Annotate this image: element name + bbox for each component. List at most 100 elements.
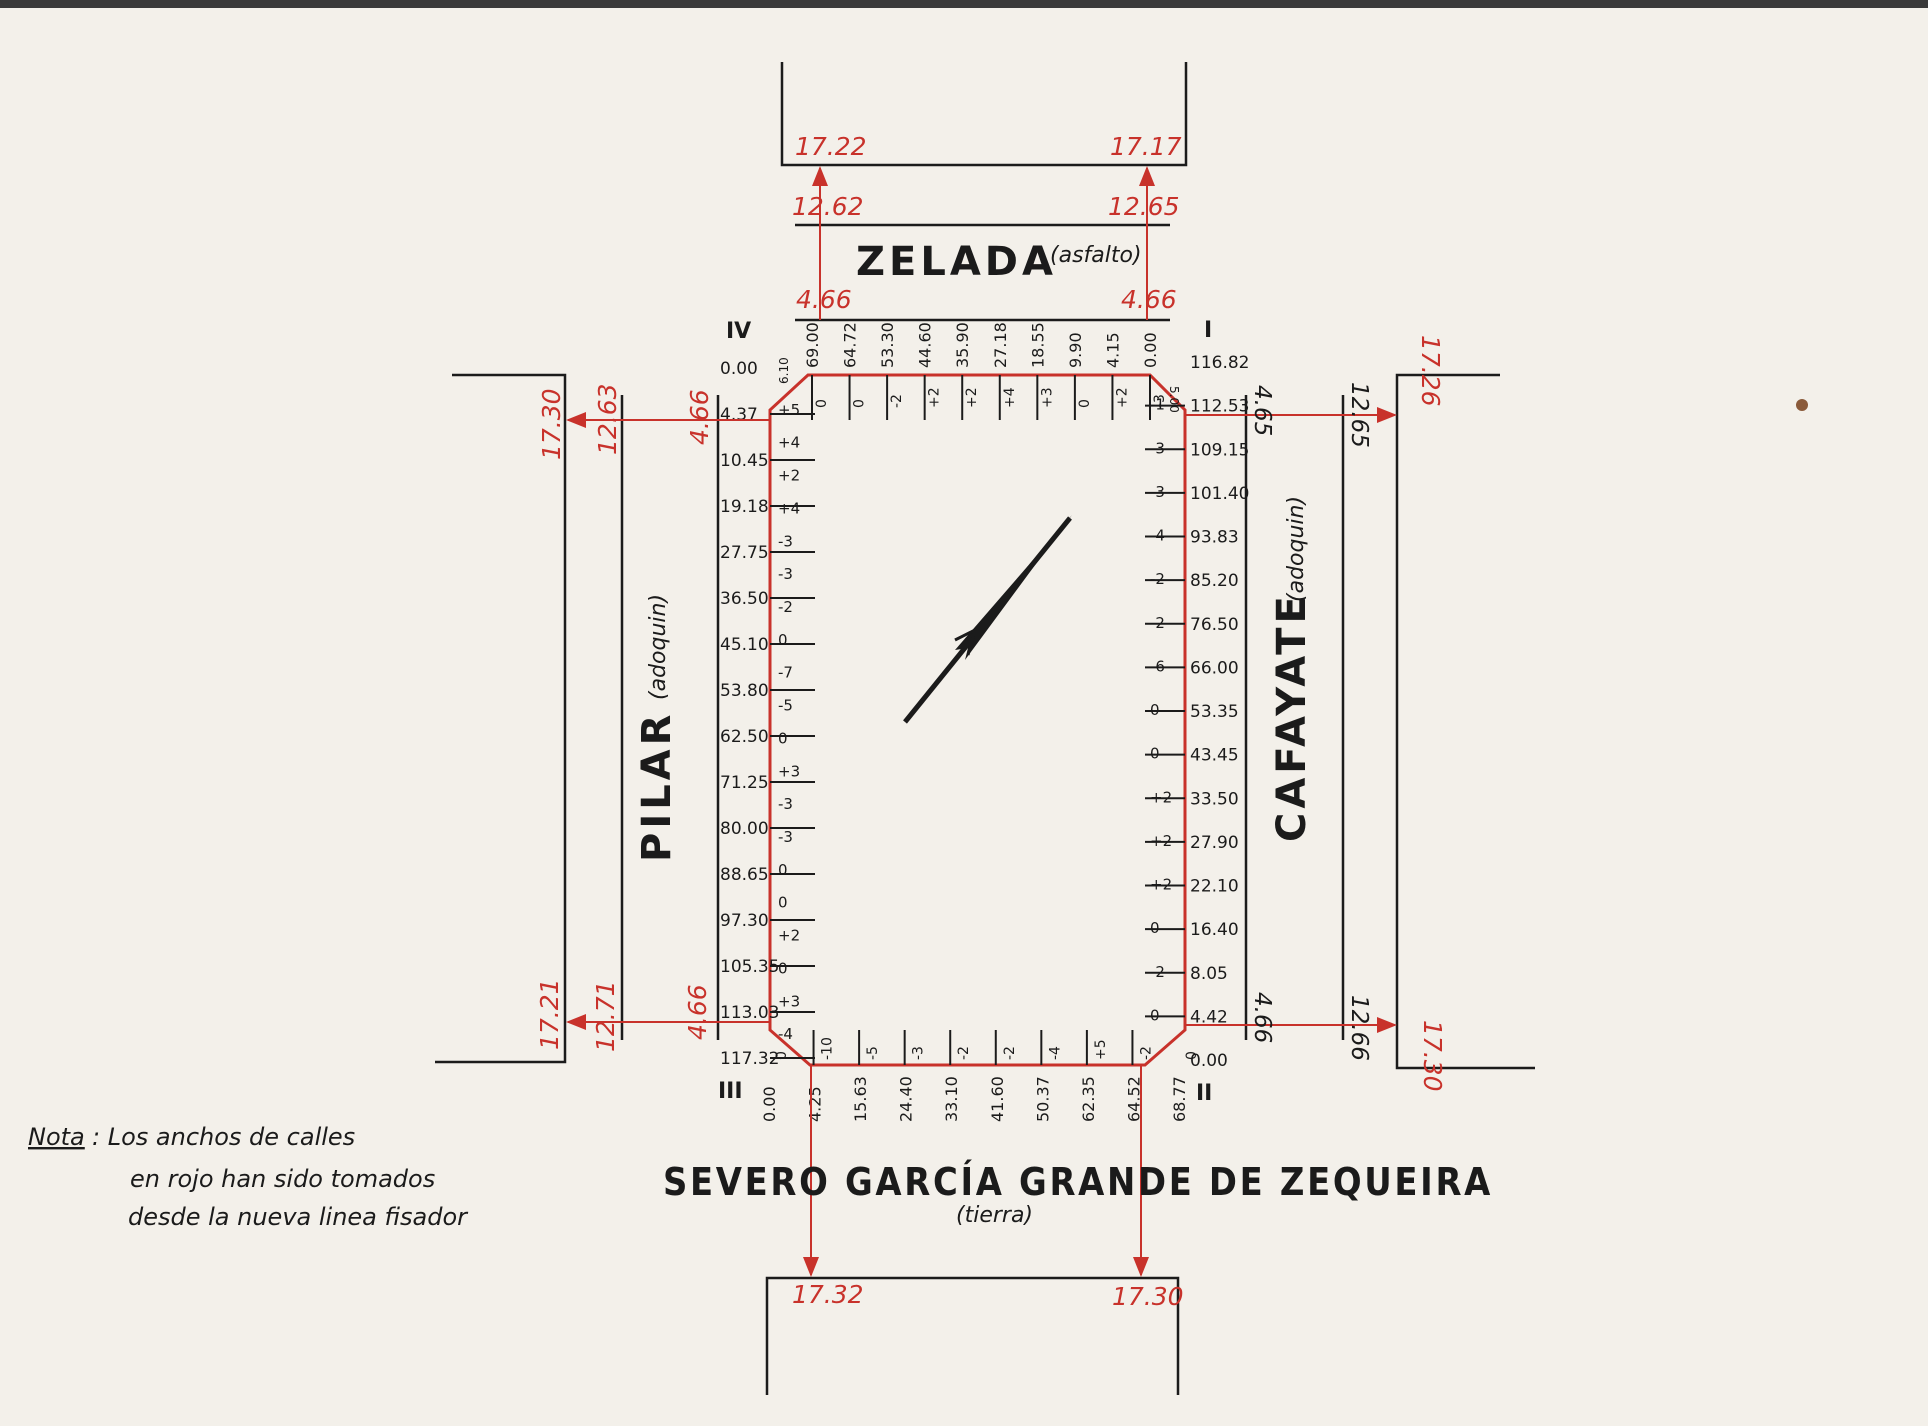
width-label: 12.63 xyxy=(593,383,622,455)
level-value: -2 xyxy=(778,598,793,616)
level-value: -1 xyxy=(1150,396,1165,414)
width-label: 12.65 xyxy=(1346,382,1372,448)
width-label: 17.32 xyxy=(792,1280,864,1309)
level-value: +5 xyxy=(1093,1039,1109,1060)
station-value: 80.00 xyxy=(720,819,769,839)
station-value: 0.00 xyxy=(720,359,758,379)
level-value: +2 xyxy=(927,387,943,408)
level-value: +3 xyxy=(1039,387,1055,408)
level-value: 0 xyxy=(778,631,788,649)
street-lines xyxy=(435,62,1535,1395)
width-arrows xyxy=(566,166,1397,1277)
level-value: -2 xyxy=(1150,963,1165,981)
level-value: -4 xyxy=(1047,1046,1063,1060)
station-value: 27.75 xyxy=(720,543,769,563)
width-label: 4.66 xyxy=(1121,285,1177,314)
level-value: +4 xyxy=(1002,387,1018,408)
level-value: 0 xyxy=(1150,745,1160,763)
station-value: 66.00 xyxy=(1190,658,1239,678)
station-value: 0.00 xyxy=(1141,332,1160,368)
level-value: -5 xyxy=(778,697,793,715)
station-value: 64.72 xyxy=(841,322,860,368)
corner-label: I xyxy=(1204,318,1212,343)
level-value: 0 xyxy=(778,959,788,977)
station-value: 4.15 xyxy=(1103,332,1122,368)
width-label: 17.26 xyxy=(1416,335,1445,407)
station-value: 45.10 xyxy=(720,635,769,655)
level-value: -3 xyxy=(778,828,793,846)
width-label: 17.30 xyxy=(1418,1020,1447,1092)
station-value: 53.30 xyxy=(878,322,897,368)
corner-label: II xyxy=(1196,1081,1212,1106)
station-value: 88.65 xyxy=(720,865,769,885)
corner-label: III xyxy=(718,1079,743,1104)
level-value: 0 xyxy=(852,399,868,408)
level-value: 0 xyxy=(1150,919,1160,937)
station-value: 69.00 xyxy=(803,322,822,368)
note-line: en rojo han sido tomados xyxy=(130,1165,435,1193)
station-value: 0.00 xyxy=(1190,1051,1228,1071)
width-label: 4.66 xyxy=(1249,992,1275,1043)
level-value: +3 xyxy=(778,992,800,1010)
street-name-left: PILAR xyxy=(634,711,680,862)
level-value: -2 xyxy=(956,1046,972,1060)
station-value: 33.10 xyxy=(942,1076,961,1122)
level-value: 0 xyxy=(1150,701,1160,719)
station-value: 4.25 xyxy=(806,1086,825,1122)
station-value: 101.40 xyxy=(1190,484,1249,504)
level-value: -3 xyxy=(1152,394,1168,408)
width-label: 4.66 xyxy=(796,285,852,314)
left-frontage-ticks: 0.004.3710.4519.1827.7536.5045.1053.8062… xyxy=(720,359,815,1069)
level-value: -2 xyxy=(1138,1046,1154,1060)
width-label: 12.62 xyxy=(792,192,864,221)
station-value: 19.18 xyxy=(720,497,769,517)
level-value: 0 xyxy=(1184,1051,1200,1060)
width-label: 17.21 xyxy=(535,978,564,1050)
station-value: 62.50 xyxy=(720,727,769,747)
station-value: 71.25 xyxy=(720,773,769,793)
level-value: +2 xyxy=(1150,788,1172,806)
street-surface-left: (adoquin) xyxy=(646,594,671,700)
level-value: -7 xyxy=(778,664,793,682)
station-value: 24.40 xyxy=(897,1076,916,1122)
width-label: 17.17 xyxy=(1110,132,1182,161)
level-value: 0 xyxy=(778,894,788,912)
station-value: 18.55 xyxy=(1028,322,1047,368)
station-value: 33.50 xyxy=(1190,789,1239,809)
station-value: 64.52 xyxy=(1124,1076,1143,1122)
level-value: +4 xyxy=(778,499,800,517)
station-value: 8.05 xyxy=(1190,964,1228,984)
width-label: 12.66 xyxy=(1346,995,1372,1061)
station-value: 22.10 xyxy=(1190,877,1239,897)
level-value: -6 xyxy=(1150,657,1165,675)
street-surface-top: (asfalto) xyxy=(1050,243,1142,268)
level-value: -3 xyxy=(778,565,793,583)
level-value: -5 xyxy=(865,1046,881,1060)
street-name-top: ZELADA xyxy=(856,239,1057,285)
station-value: 0.00 xyxy=(760,1086,779,1122)
level-value: +3 xyxy=(778,762,800,780)
station-value: 43.45 xyxy=(1190,746,1239,766)
station-value: 112.53 xyxy=(1190,397,1249,417)
station-value: 4.37 xyxy=(720,405,758,425)
corner-chamfer-label: 6.10 xyxy=(777,357,791,384)
station-value: 117.32 xyxy=(720,1049,779,1069)
level-value: 0 xyxy=(1150,1006,1160,1024)
station-value: 62.35 xyxy=(1079,1076,1098,1122)
right-frontage-ticks: 116.82112.53109.15101.4093.8385.2076.506… xyxy=(1145,353,1249,1071)
stain-mark xyxy=(1796,399,1808,411)
level-value: -3 xyxy=(1150,483,1165,501)
level-value: -2 xyxy=(1002,1046,1018,1060)
station-value: 93.83 xyxy=(1190,528,1239,548)
station-value: 41.60 xyxy=(988,1076,1007,1122)
level-value: 0 xyxy=(814,399,830,408)
width-label: 4.66 xyxy=(683,984,712,1040)
station-value: 50.37 xyxy=(1033,1076,1052,1122)
level-value: -2 xyxy=(889,394,905,408)
station-value: 53.80 xyxy=(720,681,769,701)
width-label: 12.65 xyxy=(1108,192,1180,221)
width-label: 17.30 xyxy=(537,388,566,460)
